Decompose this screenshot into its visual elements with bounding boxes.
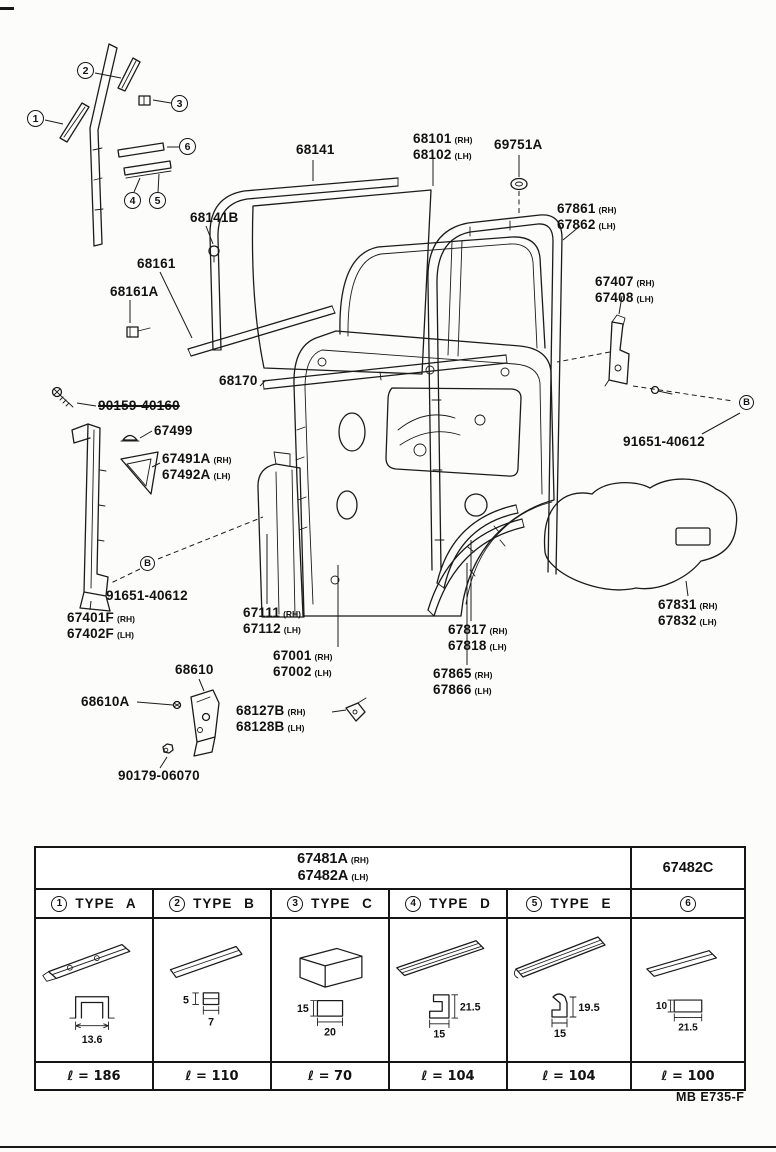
table-length-row: ℓ = 186 ℓ = 110 ℓ = 70 ℓ = 104 ℓ = 104 ℓ… bbox=[36, 1061, 744, 1089]
part-label-67865-67866: 67865(RH) 67866(LH) bbox=[433, 666, 493, 697]
type-d-part-drawing: 21.5 15 bbox=[396, 940, 485, 1040]
glass-run-channel-drawing bbox=[209, 177, 399, 351]
type-e-part-drawing: 19.5 15 bbox=[513, 936, 606, 1040]
callout-3: 3 bbox=[171, 95, 188, 112]
type-b-part-drawing: 5 7 bbox=[169, 945, 243, 1029]
part-label-67817-67818: 67817(RH) 67818(LH) bbox=[448, 622, 508, 653]
svg-text:20: 20 bbox=[324, 1026, 336, 1038]
part-label-67491A-67492A: 67491A(RH) 67492A(LH) bbox=[162, 451, 232, 482]
part-label-69751A: 69751A bbox=[494, 137, 543, 152]
grommet-drawing bbox=[510, 177, 528, 191]
length-cell-b: ℓ = 110 bbox=[154, 1063, 272, 1089]
callout-1: 1 bbox=[27, 110, 44, 127]
type-6-header: 6 bbox=[632, 890, 744, 917]
table-header-main: 67481A(RH) 67482A(LH) bbox=[36, 848, 632, 888]
callout-6: 6 bbox=[179, 138, 196, 155]
arch-molding-drawing bbox=[427, 504, 525, 617]
type-6-drawing-cell: 10 21.5 bbox=[632, 919, 744, 1061]
part-label-91651-40612-left: 91651-40612 bbox=[106, 588, 188, 603]
table-header-right: 67482C bbox=[662, 860, 714, 876]
part-label-91651-40612-right: 91651-40612 bbox=[623, 434, 705, 449]
part-label-68141B: 68141B bbox=[190, 210, 239, 225]
type-6-part-drawing: 10 21.5 bbox=[646, 950, 717, 1033]
door-weatherstrip-drawing bbox=[427, 214, 563, 575]
part-label-68610: 68610 bbox=[175, 662, 214, 677]
callout-b-left: B bbox=[140, 556, 155, 571]
part-label-67407-67408: 67407(RH) 67408(LH) bbox=[595, 274, 655, 305]
door-window-frame-drawing bbox=[339, 236, 546, 357]
part-label-90159-40160: 90159-40160 bbox=[98, 398, 180, 413]
svg-text:15: 15 bbox=[554, 1028, 566, 1040]
part-label-68170: 68170 bbox=[219, 373, 258, 388]
leader-lines bbox=[44, 72, 741, 769]
table-header-row: 67481A(RH) 67482A(LH) 67482C bbox=[36, 848, 744, 890]
part-label-68161A: 68161A bbox=[110, 284, 159, 299]
front-pillar-drawing bbox=[51, 386, 159, 612]
part-label-90179-06070: 90179-06070 bbox=[118, 768, 200, 783]
front-lower-panel-drawing bbox=[257, 451, 305, 618]
bracket-drawing bbox=[604, 314, 673, 395]
part-label-68101-68102: 68101(RH) 68102(LH) bbox=[413, 131, 473, 162]
type-e-drawing-cell: 19.5 15 bbox=[508, 919, 632, 1061]
callout-4: 4 bbox=[124, 192, 141, 209]
length-cell-e: ℓ = 104 bbox=[508, 1063, 632, 1089]
page-code: MB E735-F bbox=[676, 1090, 745, 1104]
svg-text:13.6: 13.6 bbox=[82, 1034, 103, 1046]
length-cell-a: ℓ = 186 bbox=[36, 1063, 154, 1089]
callout-b-right: B bbox=[739, 395, 754, 410]
part-label-67401F-67402F: 67401F(RH) 67402F(LH) bbox=[67, 610, 135, 641]
scan-edge-tick bbox=[0, 7, 14, 10]
part-label-68161: 68161 bbox=[137, 256, 176, 271]
length-cell-d: ℓ = 104 bbox=[390, 1063, 508, 1089]
door-panel-drawing bbox=[293, 330, 555, 617]
part-label-67111-67112: 67111(RH) 67112(LH) bbox=[243, 605, 302, 636]
part-label-68610A: 68610A bbox=[81, 694, 130, 709]
part-label-67861-67862: 67861(RH) 67862(LH) bbox=[557, 201, 617, 232]
lower-glass-run-drawing bbox=[262, 354, 508, 390]
dashed-lines bbox=[110, 191, 734, 584]
svg-text:21.5: 21.5 bbox=[678, 1022, 698, 1033]
part-label-68141: 68141 bbox=[296, 142, 335, 157]
type-b-drawing-cell: 5 7 bbox=[154, 919, 272, 1061]
type-c-part-drawing: 15 20 bbox=[297, 947, 363, 1038]
type-d-drawing-cell: 21.5 15 bbox=[390, 919, 508, 1061]
svg-text:5: 5 bbox=[183, 995, 189, 1007]
hinge-drawing bbox=[162, 689, 367, 757]
svg-text:19.5: 19.5 bbox=[578, 1002, 599, 1014]
door-glass-drawing bbox=[251, 189, 432, 375]
svg-text:15: 15 bbox=[297, 1003, 309, 1015]
table-drawing-row: 13.6 5 7 15 20 bbox=[36, 919, 744, 1061]
type-a-drawing-cell: 13.6 bbox=[36, 919, 154, 1061]
scan-edge-line bbox=[0, 1146, 776, 1148]
part-label-68127B-68128B: 68127B(RH) 68128B(LH) bbox=[236, 703, 306, 734]
quarter-trim-drawing bbox=[543, 478, 738, 591]
type-c-drawing-cell: 15 20 bbox=[272, 919, 390, 1061]
part-label-67001-67002: 67001(RH) 67002(LH) bbox=[273, 648, 333, 679]
svg-text:21.5: 21.5 bbox=[460, 1001, 481, 1013]
length-cell-c: ℓ = 70 bbox=[272, 1063, 390, 1089]
part-label-67499: 67499 bbox=[154, 423, 193, 438]
belt-molding-drawing bbox=[126, 245, 336, 357]
svg-text:15: 15 bbox=[433, 1028, 445, 1040]
parts-diagram bbox=[44, 43, 741, 769]
callout-2: 2 bbox=[77, 62, 94, 79]
svg-text:7: 7 bbox=[208, 1017, 214, 1029]
length-cell-6: ℓ = 100 bbox=[661, 1068, 715, 1084]
svg-text:10: 10 bbox=[656, 1001, 668, 1012]
part-label-67831-67832: 67831(RH) 67832(LH) bbox=[658, 597, 718, 628]
windshield-pillar-drawing bbox=[59, 43, 172, 247]
type-a-part-drawing: 13.6 bbox=[42, 943, 131, 1046]
callout-5: 5 bbox=[149, 192, 166, 209]
